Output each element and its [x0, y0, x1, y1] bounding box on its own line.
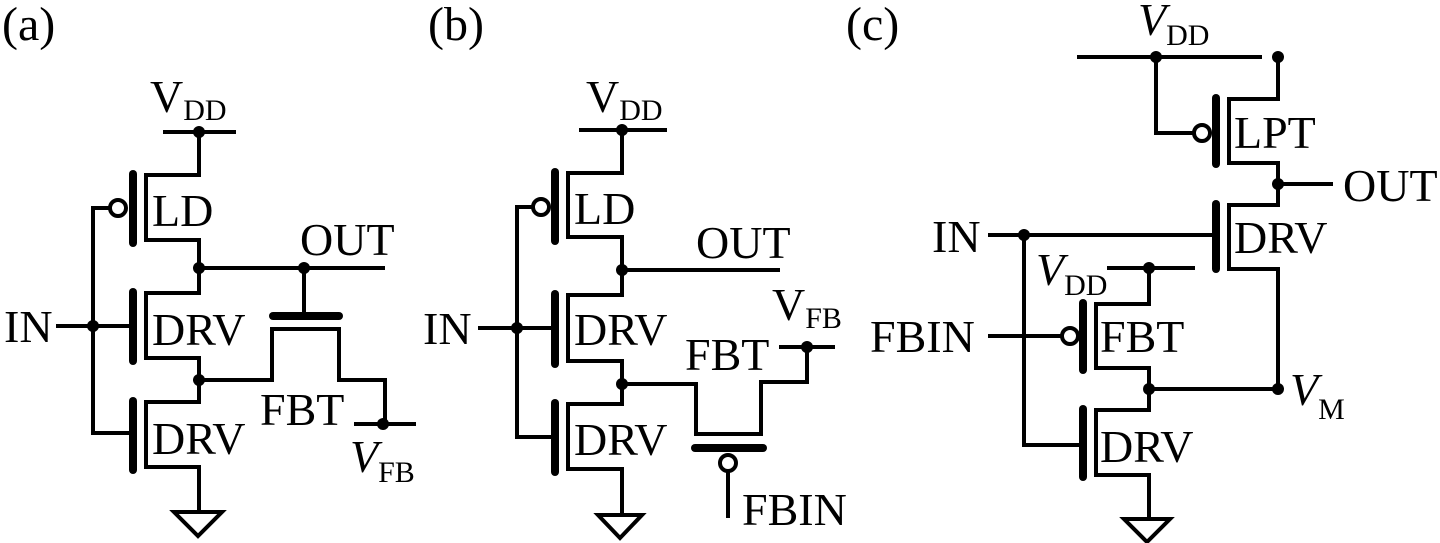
panel-a-ld-transistor: LD — [91, 130, 213, 435]
panel-a-ground-icon — [169, 510, 227, 539]
panel-c-in-label: IN — [932, 211, 981, 262]
panel-c-drv2-label: DRV — [1100, 421, 1193, 472]
panel-c-ground-icon — [1119, 517, 1175, 543]
panel-c-vm-node-right — [1272, 383, 1284, 395]
panel-c-vdd2-label: VDD — [1036, 244, 1107, 302]
panel-c-fbin-label: FBIN — [870, 311, 975, 362]
panel-a-drv1-label: DRV — [152, 304, 245, 355]
panel-b: (b) VDD LD OUT DRV IN DRV — [423, 0, 847, 541]
panel-b-label: (b) — [428, 0, 484, 51]
panel-b-out-label: OUT — [696, 217, 791, 268]
panel-a: (a) VDD LD OUT DRV IN — [2, 0, 416, 539]
panel-c-vdd-label: VDD — [1138, 0, 1209, 52]
panel-a-vfb-node — [377, 418, 389, 430]
panel-c-fbt-label: FBT — [1100, 311, 1184, 362]
panel-a-out-label: OUT — [300, 214, 395, 265]
panel-a-vfb-label: VFB — [350, 431, 415, 489]
panel-a-vdd-label: VDD — [150, 71, 227, 127]
panel-a-in-label: IN — [4, 301, 53, 352]
panel-a-ld-label: LD — [152, 185, 213, 236]
panel-a-fbt-label: FBT — [260, 384, 344, 435]
panel-a-drv2-transistor: DRV — [129, 378, 245, 512]
panel-b-drv2-transistor: DRV — [551, 382, 667, 514]
panel-b-fbt-label: FBT — [685, 329, 769, 380]
panel-b-fbin-label: FBIN — [742, 484, 847, 535]
panel-b-in-node — [511, 322, 523, 334]
panel-b-drv1-label: DRV — [574, 304, 667, 355]
panel-b-ld-label: LD — [574, 183, 635, 234]
panel-c-fbt-transistor: FBT — [988, 266, 1184, 391]
panel-c-out-label: OUT — [1343, 160, 1438, 211]
panel-c-in-wire — [1022, 233, 1083, 447]
panel-c-drv2-transistor: DRV — [1079, 387, 1193, 519]
panel-a-drv2-label: DRV — [152, 413, 245, 464]
panel-b-drv1-transistor: DRV — [478, 268, 667, 386]
panel-c-lpt-transistor: LPT — [1154, 55, 1316, 186]
panel-b-drv2-label: DRV — [574, 414, 667, 465]
panel-b-vfb-label: VFB — [772, 279, 842, 335]
panel-b-vfb-node — [801, 341, 813, 353]
panel-b-in-label: IN — [423, 303, 472, 354]
panel-c: (c) VDD LPT OUT DRV IN VDD — [846, 0, 1438, 543]
panel-c-label: (c) — [846, 0, 899, 51]
panel-b-ld-transistor: LD — [515, 128, 635, 439]
panel-c-lpt-label: LPT — [1234, 107, 1316, 158]
panel-b-vdd-label: VDD — [586, 71, 663, 127]
panel-c-drv1-label: DRV — [1234, 212, 1327, 263]
panel-b-fbt-transistor: FBT — [620, 329, 809, 518]
panel-b-ground-icon — [593, 513, 647, 541]
panel-a-drv1-transistor: DRV — [56, 266, 245, 382]
panel-a-in-node — [87, 320, 99, 332]
panel-a-fbt-transistor: FBT — [197, 266, 387, 435]
panel-c-vm-label: VM — [1290, 364, 1345, 426]
panel-a-label: (a) — [2, 0, 55, 51]
